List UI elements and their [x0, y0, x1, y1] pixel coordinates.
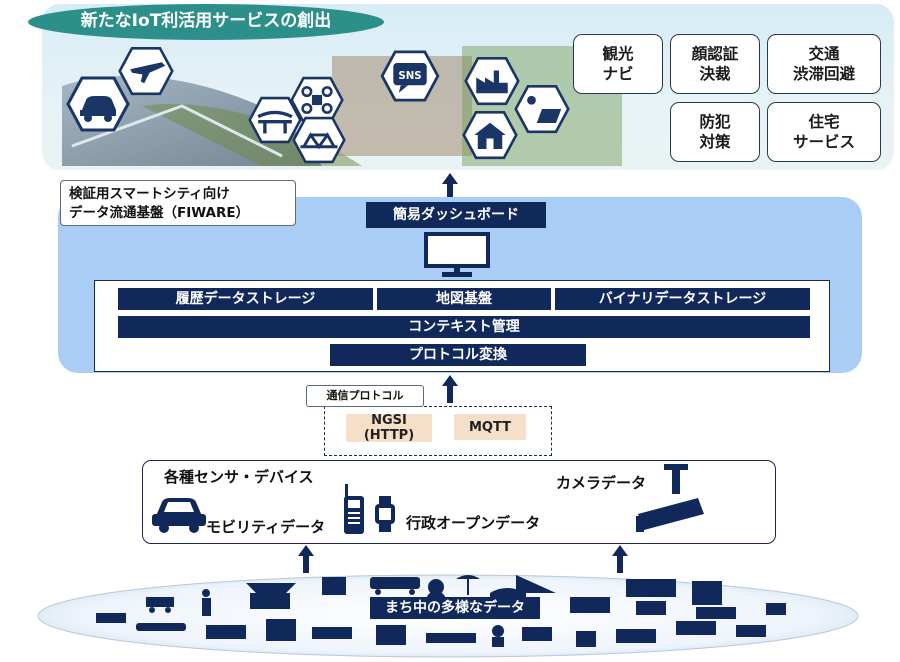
sns-text: SNS	[398, 71, 421, 82]
arrow-up-icon	[442, 173, 458, 197]
map-base-bar: 地図基盤	[377, 288, 551, 310]
history-storage-bar: 履歴データストレージ	[118, 288, 373, 310]
solar-hex-icon	[514, 84, 570, 134]
security-camera-icon	[636, 464, 704, 532]
protocol-conversion-bar: プロトコル変換	[330, 344, 586, 366]
context-management-bar: コンテキスト管理	[118, 316, 810, 338]
sensor-data-box	[142, 460, 776, 544]
platform-label: 検証用スマートシティ向け データ流通基盤（FIWARE）	[60, 180, 296, 226]
protocol-label: 通信プロトコル	[306, 385, 424, 407]
protocol-mqtt: MQTT	[454, 414, 526, 440]
service-tourism-navi: 観光 ナビ	[573, 34, 663, 94]
arrow-up-icon	[442, 375, 458, 403]
bridge-hex-icon	[292, 116, 346, 164]
smartwatch-icon	[375, 496, 395, 532]
factory-hex-icon	[464, 56, 520, 106]
banner-title: 新たなIoT利活用サービスの創出	[80, 11, 332, 31]
city-data-label: まち中の多様なデータ	[370, 597, 540, 619]
highway-hex-icon	[248, 96, 302, 144]
admin-open-data-label: 行政オープンデータ	[406, 514, 541, 532]
arrow-up-icon	[612, 545, 628, 573]
sns-hex-icon: SNS	[380, 50, 440, 102]
monitor-icon	[424, 232, 490, 277]
dashboard-label: 簡易ダッシュボード	[366, 202, 546, 228]
arrow-up-icon	[298, 545, 314, 573]
binary-storage-bar: バイナリデータストレージ	[555, 288, 810, 310]
protocol-ngsi: NGSI (HTTP)	[346, 413, 432, 443]
car-icon	[152, 498, 206, 533]
banner-title-ellipse	[28, 4, 384, 40]
service-traffic-avoidance: 交通 渋滞回避	[767, 34, 881, 94]
service-crime-prevention: 防犯 対策	[670, 102, 760, 162]
car-hex-icon	[66, 76, 130, 132]
service-face-auth-payment: 顔認証 決裁	[670, 34, 760, 94]
service-housing: 住宅 サービス	[767, 102, 881, 162]
radio-device-icon	[344, 484, 364, 534]
house-hex-icon	[462, 110, 518, 160]
airplane-hex-icon	[118, 46, 174, 96]
devices-label: 各種センサ・デバイス	[164, 468, 314, 486]
camera-data-label: カメラデータ	[556, 474, 647, 492]
mobility-label: モビリティデータ	[206, 518, 326, 536]
